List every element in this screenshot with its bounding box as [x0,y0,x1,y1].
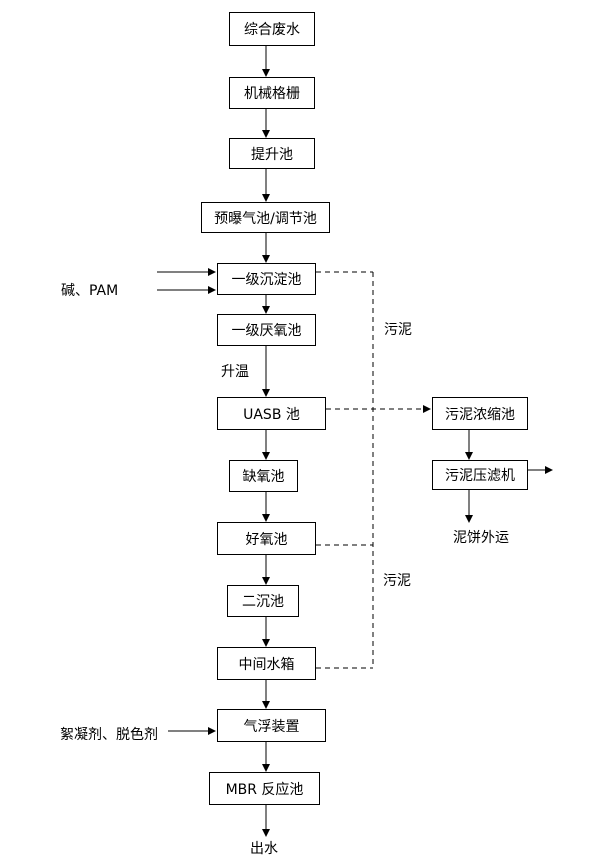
label-cake: 泥饼外运 [453,530,509,546]
node-anaerobic: 一级厌氧池 [217,314,316,346]
node-secondary: 二沉池 [227,585,299,617]
node-thickener: 污泥浓缩池 [432,397,528,430]
node-wastewater: 综合废水 [229,12,315,46]
node-mbr: MBR 反应池 [209,772,320,805]
node-flotation: 气浮装置 [217,709,326,742]
node-primary: 一级沉淀池 [217,263,316,295]
node-tank: 中间水箱 [217,647,316,680]
node-anoxic: 缺氧池 [229,460,298,492]
label-heating: 升温 [221,364,249,380]
node-filterpress: 污泥压滤机 [432,460,528,490]
node-aeration: 预曝气池/调节池 [201,202,330,233]
label-flocculant: 絮凝剂、脱色剂 [60,727,158,743]
node-uasb: UASB 池 [217,397,326,430]
label-alkali: 碱、PAM [61,283,119,299]
node-screen: 机械格栅 [229,77,315,109]
label-effluent: 出水 [250,841,278,857]
label-sludge-top: 污泥 [384,322,412,338]
node-lift: 提升池 [229,138,315,169]
label-sludge-bottom: 污泥 [383,573,411,589]
node-aerobic: 好氧池 [217,522,316,555]
